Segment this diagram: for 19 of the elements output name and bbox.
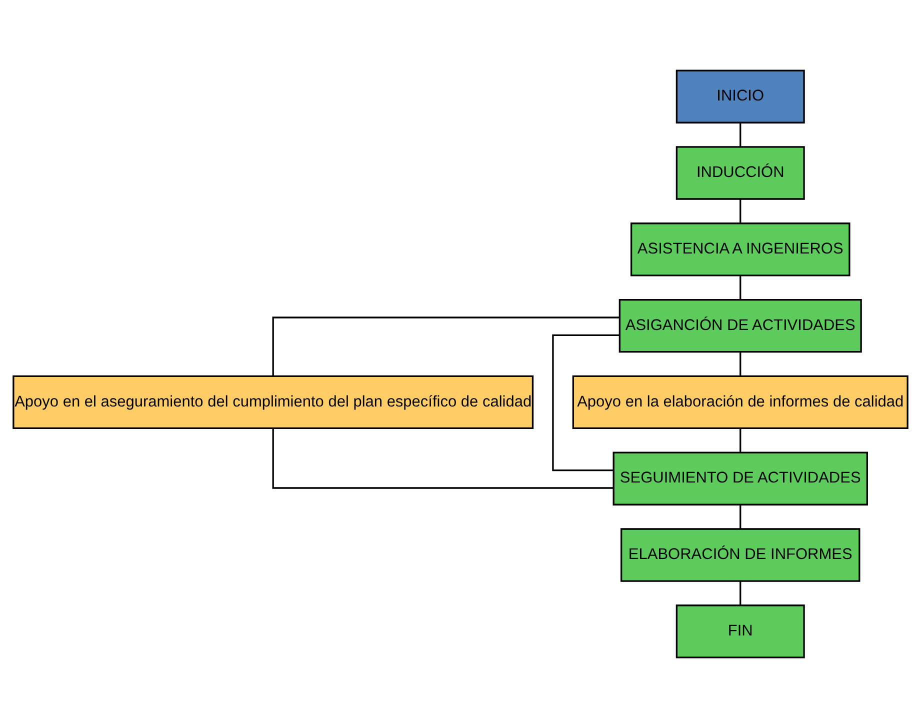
connector (739, 122, 741, 146)
node-box: FIN (675, 604, 804, 658)
connector (739, 504, 741, 528)
node-box: SEGUIMIENTO DE ACTIVIDADES (612, 451, 868, 505)
node-box: Apoyo en la elaboración de informes de calidad (572, 374, 908, 429)
connector (272, 428, 613, 488)
node-box: ELABORACIÓN DE INFORMES (620, 528, 860, 582)
node-box: INICIO (675, 69, 804, 123)
node-box: INDUCCIÓN (675, 146, 804, 200)
node-box: Apoyo en el aseguramiento del cumplimiento del plan específico de calidad (12, 374, 534, 429)
connector (739, 580, 741, 605)
connector (739, 275, 741, 300)
connector (272, 316, 619, 376)
node-box: ASIGANCIÓN DE ACTIVIDADES (618, 298, 862, 352)
connector (739, 428, 741, 452)
connector (552, 334, 620, 471)
node-box: ASISTENCIA A INGENIEROS (630, 222, 850, 276)
connector (739, 198, 741, 223)
connector (739, 352, 741, 376)
